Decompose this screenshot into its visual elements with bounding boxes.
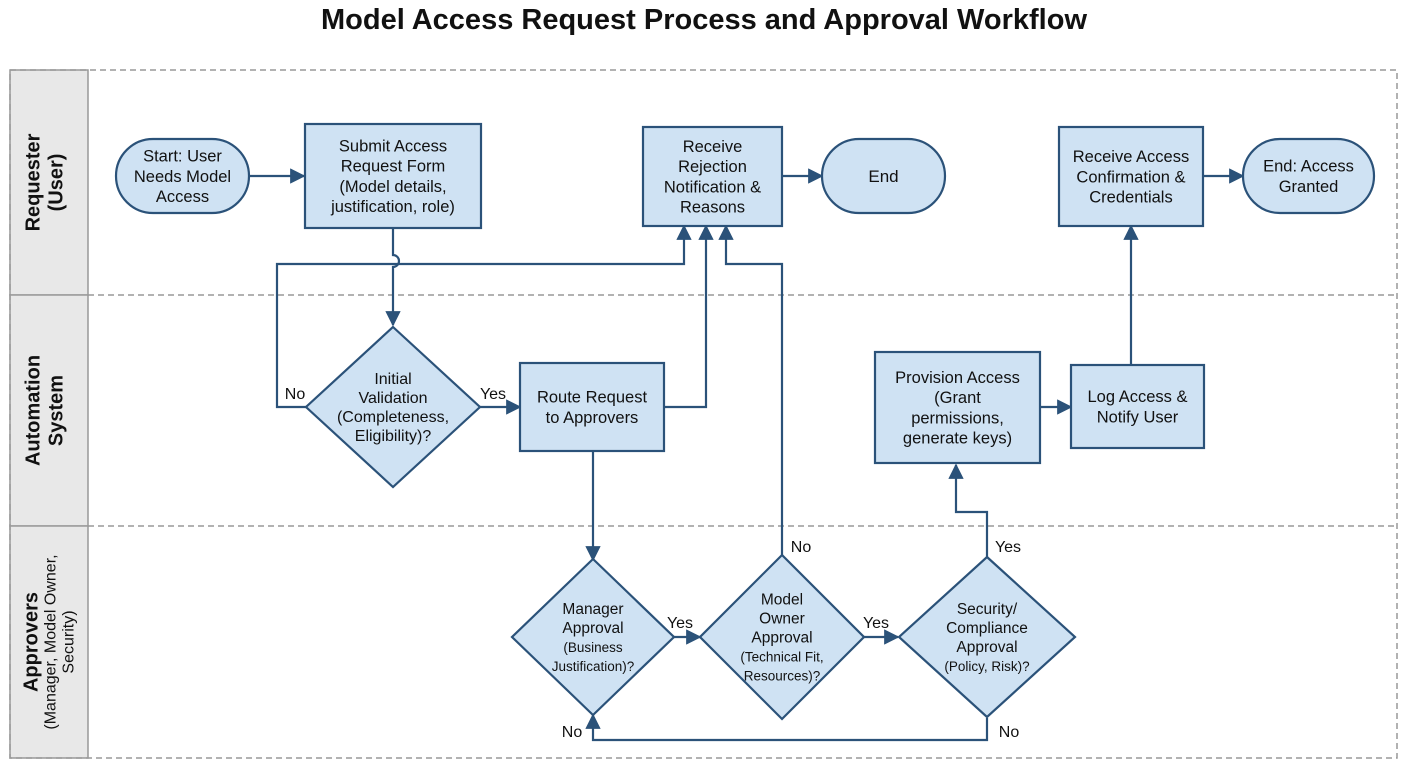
lane-requester: Requester(User): [9, 69, 89, 296]
lane-borders: [9, 69, 1398, 759]
edge-label-validation-no: No: [285, 386, 306, 403]
edge-label-manager-yes: Yes: [667, 615, 693, 632]
edge-security-no-to-manager: [585, 713, 989, 742]
edge-label-owner-yes: Yes: [863, 615, 889, 632]
lane-label-requester: Requester(User): [23, 133, 68, 231]
lane-header-approvers: [9, 525, 89, 759]
node-shape-end: [820, 137, 947, 215]
node-shape-start: [114, 137, 251, 215]
edge-submit-to-validation: [385, 228, 401, 327]
node-shape-rejection: [641, 125, 784, 228]
lane-label-automation: AutomationSystem: [23, 355, 68, 466]
node-shape-validation: [304, 325, 482, 489]
node-shape-manager: [510, 557, 676, 717]
edge-label-security-yes: Yes: [995, 539, 1021, 556]
edge-label-owner-no: No: [791, 539, 812, 556]
edge-label-validation-yes: Yes: [480, 386, 506, 403]
node-shape-confirmation: [1057, 125, 1205, 228]
lane-header-requester: [9, 69, 89, 296]
node-shape-submit: [303, 122, 483, 230]
edge-owner-no-to-rejection: [718, 224, 784, 557]
node-label-end: End: [868, 167, 898, 186]
node-log: Log Access &Notify User: [1069, 363, 1206, 450]
edge-validation-no-to-rejection: [275, 224, 692, 409]
node-shape-owner: [698, 553, 866, 721]
node-shape-log: [1069, 363, 1206, 450]
diagram-border: [9, 69, 1398, 759]
lane-label-approvers: Approvers(Manager, Model Owner,Security): [21, 554, 78, 729]
diagram-title: Model Access Request Process and Approva…: [320, 4, 1088, 36]
edge-route-to-rejection: [664, 224, 714, 409]
lane-approvers: Approvers(Manager, Model Owner,Security): [9, 525, 89, 759]
lane-automation: AutomationSystem: [9, 294, 89, 527]
node-end: End: [820, 137, 947, 215]
edge-label-manager-no: No: [562, 724, 583, 741]
node-label-log: Log Access &Notify User: [1088, 388, 1188, 426]
node-shape-security: [897, 555, 1077, 719]
edge-security-yes-to-provision: [948, 463, 989, 558]
lane-header-automation: [9, 294, 89, 527]
node-shape-end_granted: [1241, 137, 1376, 215]
node-shape-route: [518, 361, 666, 453]
edge-label-security-no: No: [999, 724, 1020, 741]
node-shape-provision: [873, 350, 1042, 465]
